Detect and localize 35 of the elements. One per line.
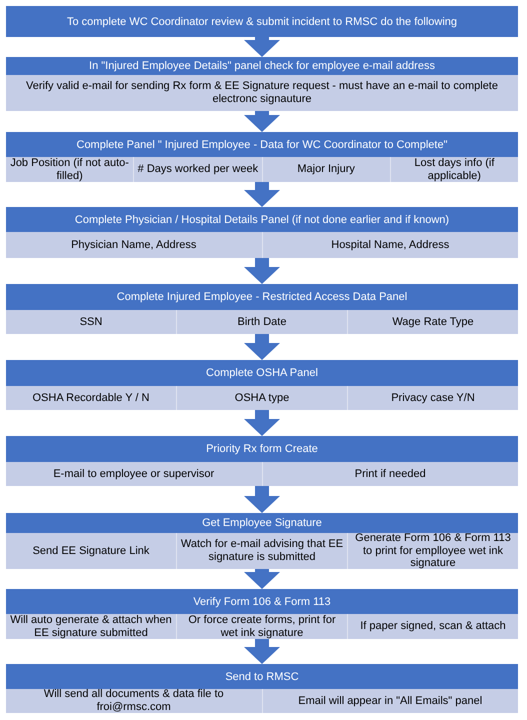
node-label: Wage Rate Type <box>392 316 474 328</box>
arrow <box>244 569 280 589</box>
node-label: Lost days info (if applicable) <box>414 156 494 182</box>
arrow <box>244 111 280 132</box>
step-panel <box>6 284 518 334</box>
step-header: Complete Panel " Injured Employee - Data for WC Coordinator to Complete" <box>6 132 518 157</box>
step-header: To complete WC Coordinator review & submit incident to RMSC do the following <box>6 6 518 37</box>
step-header: Verify Form 106 & Form 113 <box>6 589 518 614</box>
arrow <box>244 37 280 57</box>
step-header: Complete Injured Employee - Restricted Access Data Panel <box>6 284 518 310</box>
step-panel <box>6 360 518 410</box>
node-label: If paper signed, scan & attach <box>360 620 506 632</box>
node-label: Email will appear in "All Emails" panel <box>298 694 482 707</box>
arrow <box>244 258 280 284</box>
node-label: Print if needed <box>354 468 426 480</box>
step-header: Priority Rx form Create <box>6 436 518 462</box>
field-cell: Major Injury <box>262 157 391 182</box>
step-panel <box>6 436 518 486</box>
step-header: Get Employee Signature <box>6 513 518 533</box>
arrow <box>244 334 280 360</box>
arrow <box>244 410 280 436</box>
step-header: Send to RMSC <box>6 664 518 689</box>
step-panel <box>6 589 518 639</box>
arrow <box>244 182 280 207</box>
step-header: In "Injured Employee Details" panel check for employee e-mail address <box>6 57 518 75</box>
step-panel <box>6 513 518 569</box>
node-label: Privacy case Y/N <box>391 392 475 404</box>
arrow <box>244 486 280 513</box>
step-header: Complete Physician / Hospital Details Panel (if not done earlier and if known) <box>6 207 518 232</box>
node-label: Hospital Name, Address <box>331 238 450 251</box>
step-panel <box>6 664 518 713</box>
step-panel <box>6 207 518 258</box>
step-header: Complete OSHA Panel <box>6 360 518 386</box>
arrow <box>244 639 280 664</box>
step-panel <box>6 132 518 182</box>
